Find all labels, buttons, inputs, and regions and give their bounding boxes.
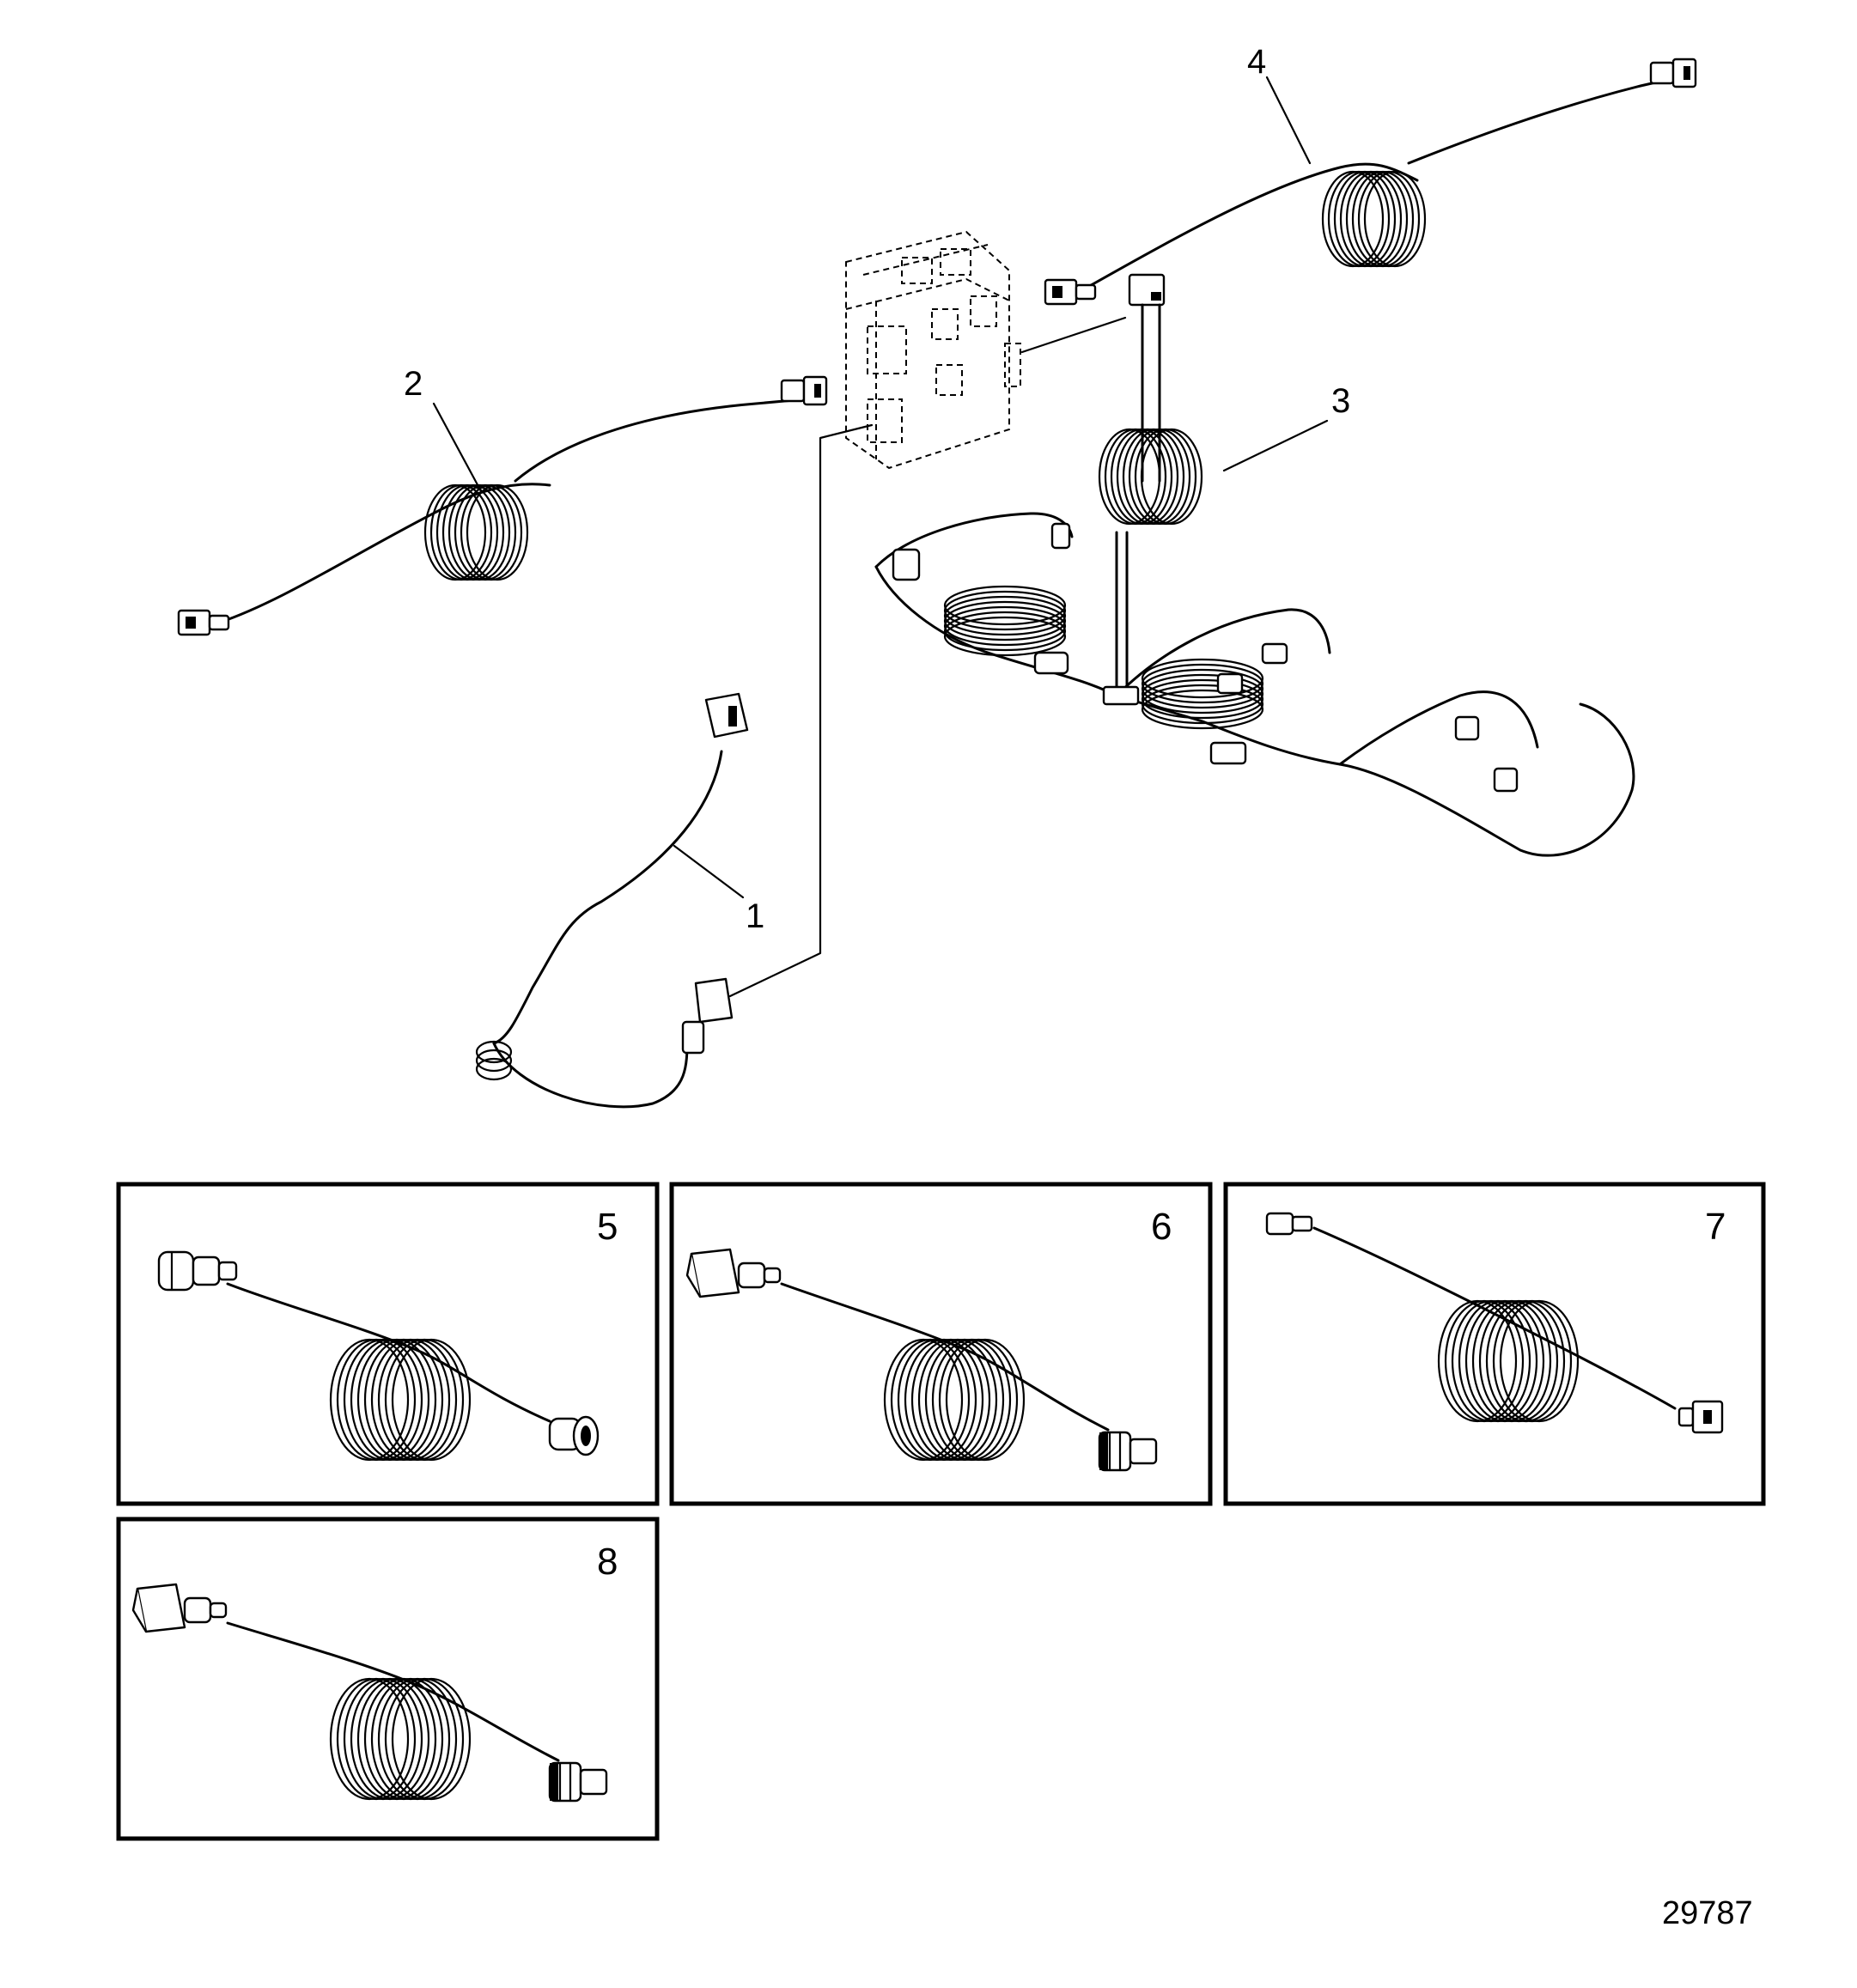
cable-2 bbox=[177, 375, 828, 636]
callout-3: 3 bbox=[1331, 382, 1350, 420]
callout-leader-1 bbox=[673, 844, 745, 899]
cable-1 bbox=[475, 692, 749, 1109]
panel-7-number: 7 bbox=[1705, 1206, 1726, 1248]
panel-5: 5 bbox=[116, 1182, 660, 1506]
module-leader-1 bbox=[728, 423, 874, 998]
callout-leader-3 bbox=[1222, 419, 1329, 472]
callout-4: 4 bbox=[1247, 43, 1266, 81]
panel-6-number: 6 bbox=[1151, 1206, 1172, 1248]
module-leader-3 bbox=[1020, 316, 1127, 354]
panel-8: 8 bbox=[116, 1517, 660, 1841]
figure-number: 29787 bbox=[1662, 1895, 1753, 1931]
callout-2: 2 bbox=[404, 365, 423, 403]
panel-8-number: 8 bbox=[597, 1541, 618, 1583]
cable-3-harness bbox=[874, 273, 1635, 857]
callout-leader-4 bbox=[1265, 76, 1312, 165]
control-module bbox=[845, 230, 1021, 470]
panel-7: 7 bbox=[1223, 1182, 1766, 1506]
cable-4 bbox=[1044, 58, 1697, 306]
panel-5-number: 5 bbox=[597, 1206, 618, 1248]
panel-6: 6 bbox=[669, 1182, 1213, 1506]
callout-1: 1 bbox=[746, 897, 764, 935]
callout-leader-2 bbox=[432, 402, 483, 493]
